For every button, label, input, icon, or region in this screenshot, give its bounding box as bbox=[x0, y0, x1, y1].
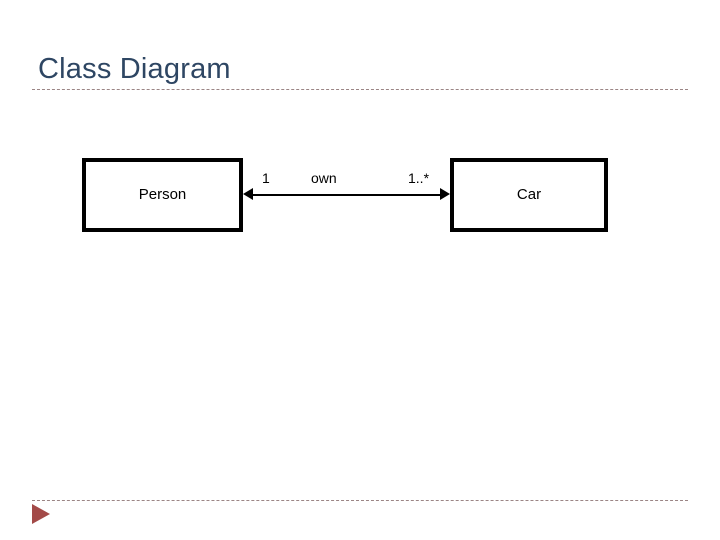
title-divider-top bbox=[32, 89, 688, 90]
source-multiplicity-label: 1 bbox=[262, 170, 270, 186]
play-triangle-icon bbox=[32, 504, 50, 524]
footer-divider-bottom bbox=[32, 500, 688, 501]
uml-class-name: Person bbox=[138, 186, 187, 203]
target-multiplicity-label: 1..* bbox=[408, 170, 430, 186]
association-name-label: own bbox=[311, 170, 337, 186]
arrowhead-left-icon bbox=[243, 188, 253, 200]
association-line bbox=[251, 194, 442, 196]
uml-class-name: Car bbox=[516, 186, 542, 203]
uml-class-person[interactable]: Person bbox=[82, 158, 243, 232]
arrowhead-right-icon bbox=[440, 188, 450, 200]
association-connector-own[interactable] bbox=[243, 158, 450, 232]
uml-class-car[interactable]: Car bbox=[450, 158, 608, 232]
page-title: Class Diagram bbox=[38, 53, 231, 85]
